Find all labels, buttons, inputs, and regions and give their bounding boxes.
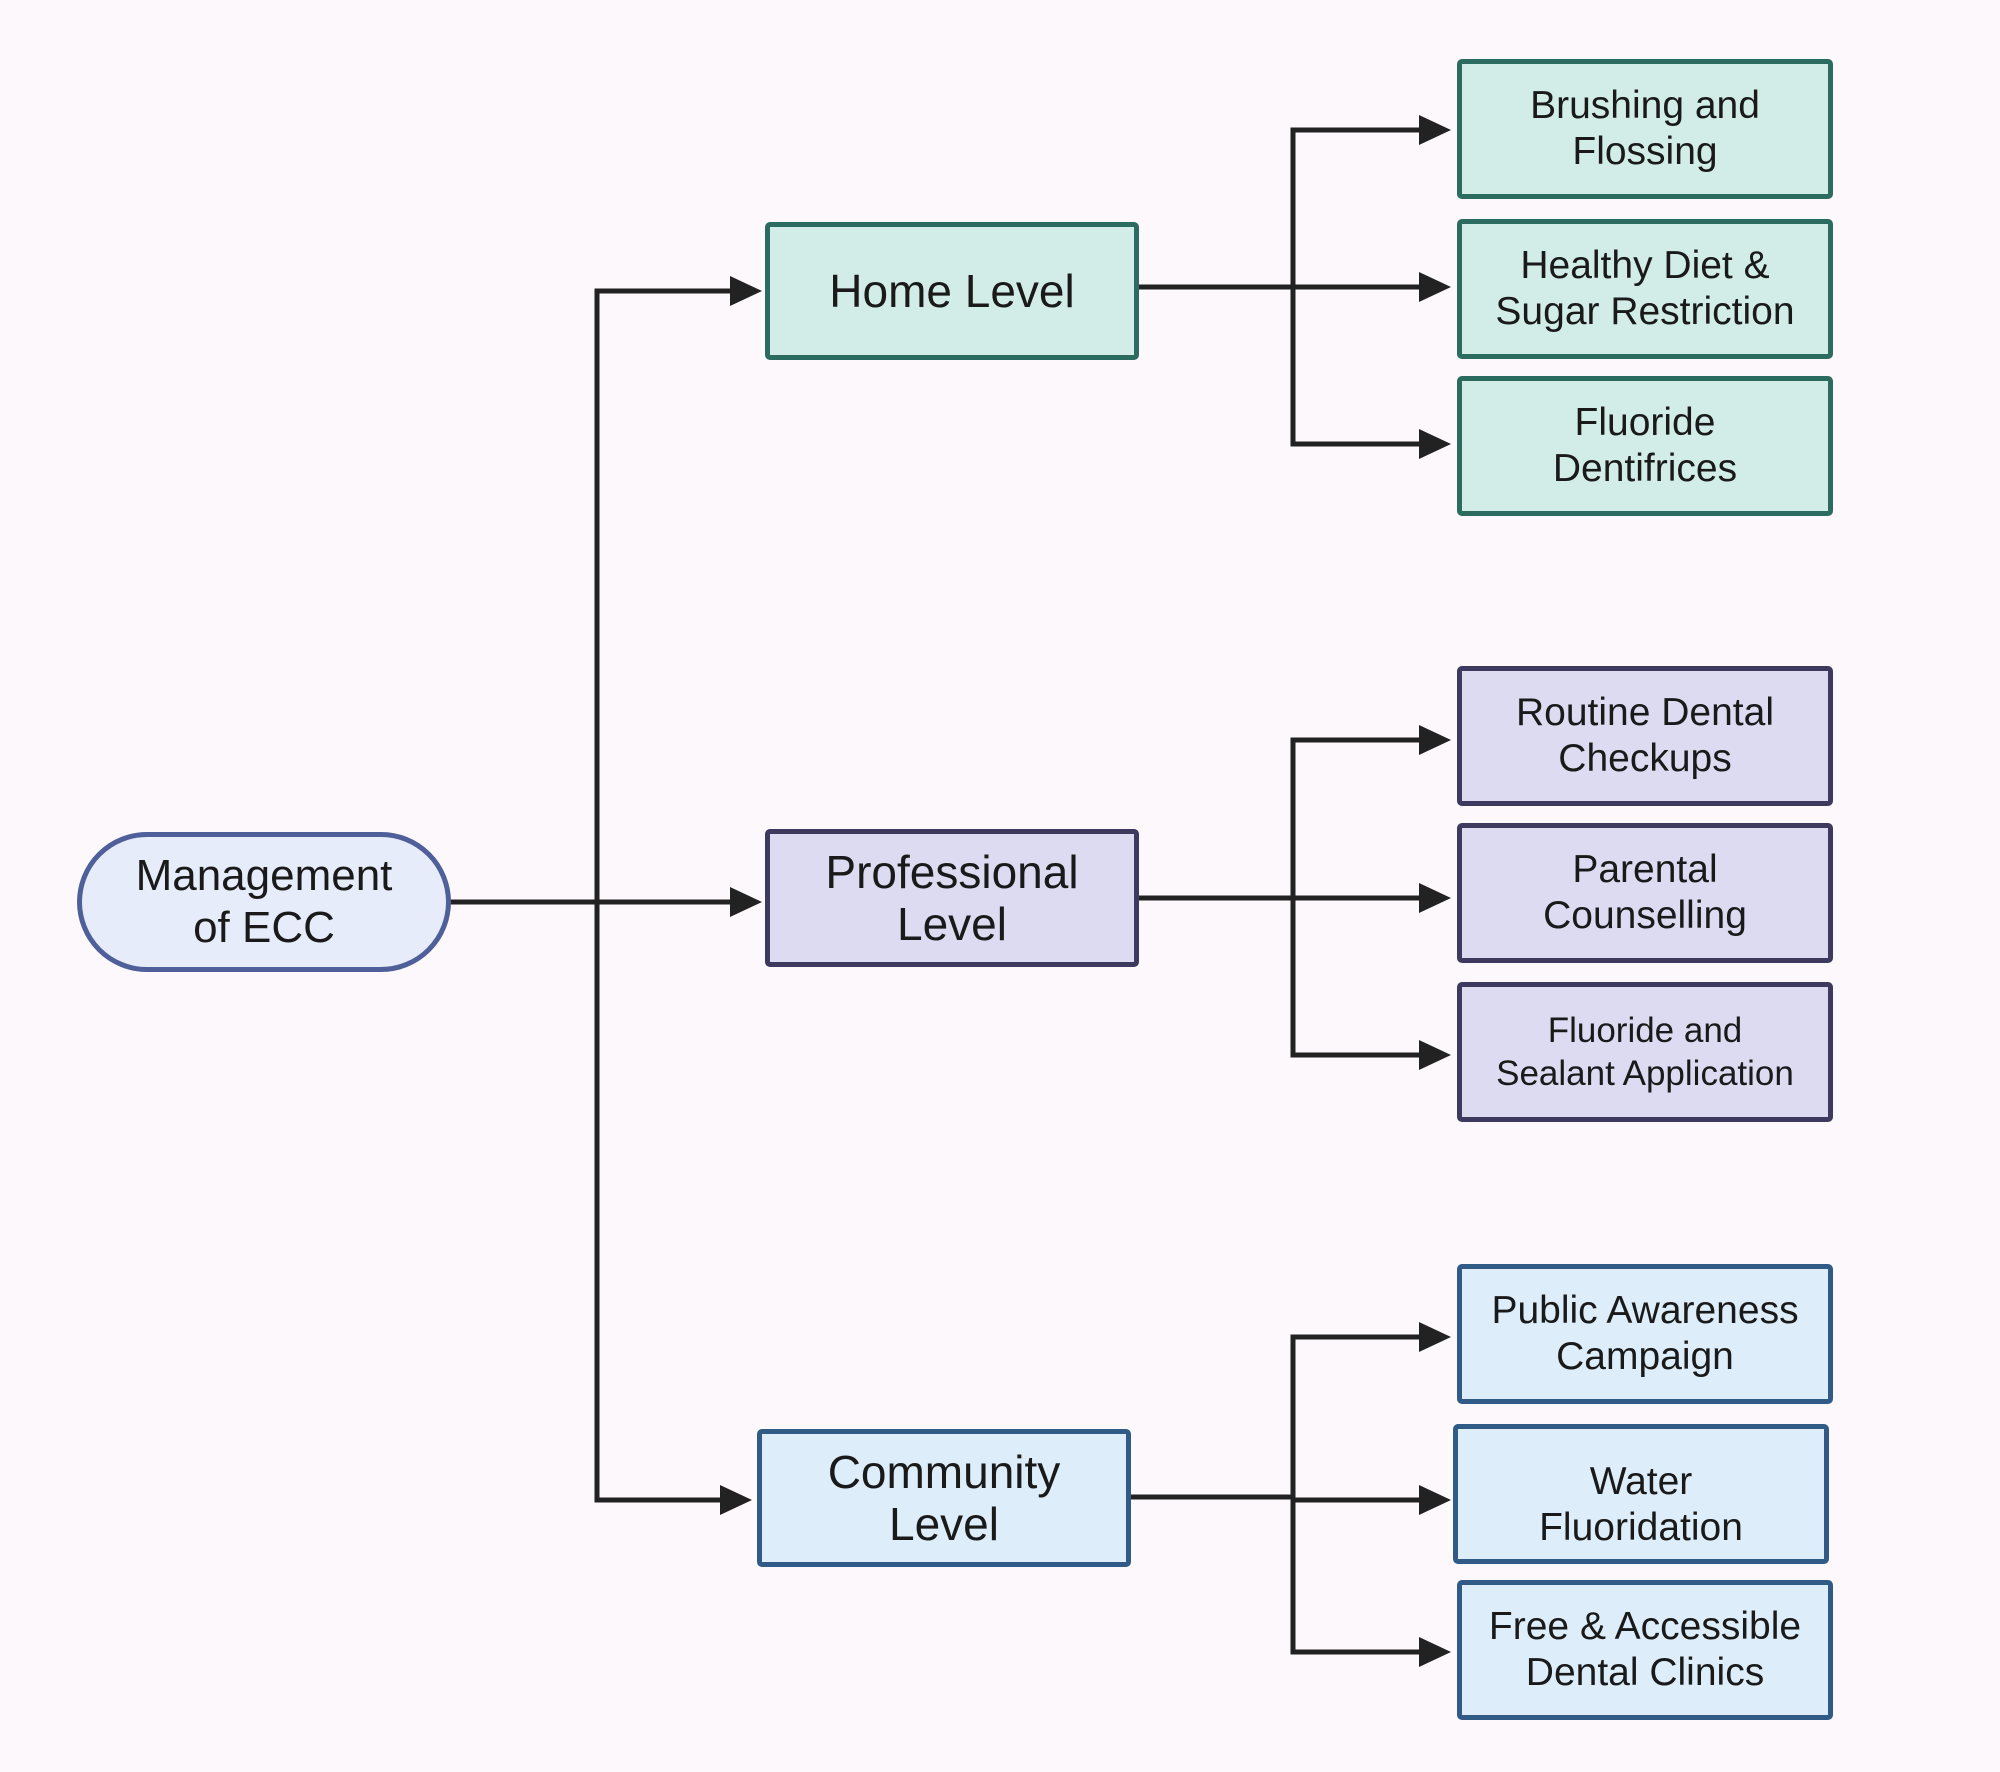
arrowhead-professional [730,887,762,917]
root-node: Management of ECC [77,832,451,972]
community-item-clinics: Free & Accessible Dental Clinics [1457,1580,1833,1720]
professional-item-counselling: Parental Counselling [1457,823,1833,963]
home-item-label: Brushing and Flossing [1530,84,1760,173]
home-level-label: Home Level [829,265,1075,317]
community-item-label: Water Fluoridation [1539,1460,1743,1549]
community-level-label: Community Level [827,1446,1061,1550]
community-item-awareness: Public Awareness Campaign [1457,1264,1833,1404]
community-level-node: Community Level [757,1429,1131,1567]
professional-level-label: Professional Level [825,846,1079,950]
community-item-fluoridation: Water Fluoridation [1453,1424,1829,1564]
home-level-node: Home Level [765,222,1139,360]
arrowhead-home-item-2 [1419,272,1451,302]
root-label: Management of ECC [135,851,393,952]
arrowhead-community-item-1 [1419,1322,1451,1352]
professional-item-sealant: Fluoride and Sealant Application [1457,982,1833,1122]
professional-item-checkups: Routine Dental Checkups [1457,666,1833,806]
arrowhead-home-item-3 [1419,429,1451,459]
home-item-label: Fluoride Dentifrices [1552,401,1738,490]
professional-item-label: Parental Counselling [1543,848,1747,937]
arrowhead-professional-item-3 [1419,1040,1451,1070]
professional-level-node: Professional Level [765,829,1139,967]
arrowhead-community-item-2 [1419,1485,1451,1515]
professional-item-label: Routine Dental Checkups [1516,691,1774,780]
home-item-diet: Healthy Diet & Sugar Restriction [1457,219,1833,359]
arrowhead-community-item-3 [1419,1637,1451,1667]
home-item-dentifrices: Fluoride Dentifrices [1457,376,1833,516]
arrowhead-community [720,1485,752,1515]
community-item-label: Public Awareness Campaign [1491,1289,1799,1378]
arrowhead-home-item-1 [1419,115,1451,145]
home-item-label: Healthy Diet & Sugar Restriction [1495,244,1795,333]
community-item-label: Free & Accessible Dental Clinics [1488,1605,1802,1694]
arrowhead-professional-item-1 [1419,725,1451,755]
arrowhead-professional-item-2 [1419,883,1451,913]
professional-item-label: Fluoride and Sealant Application [1496,1011,1794,1093]
home-item-brushing: Brushing and Flossing [1457,59,1833,199]
arrowhead-home [730,276,762,306]
